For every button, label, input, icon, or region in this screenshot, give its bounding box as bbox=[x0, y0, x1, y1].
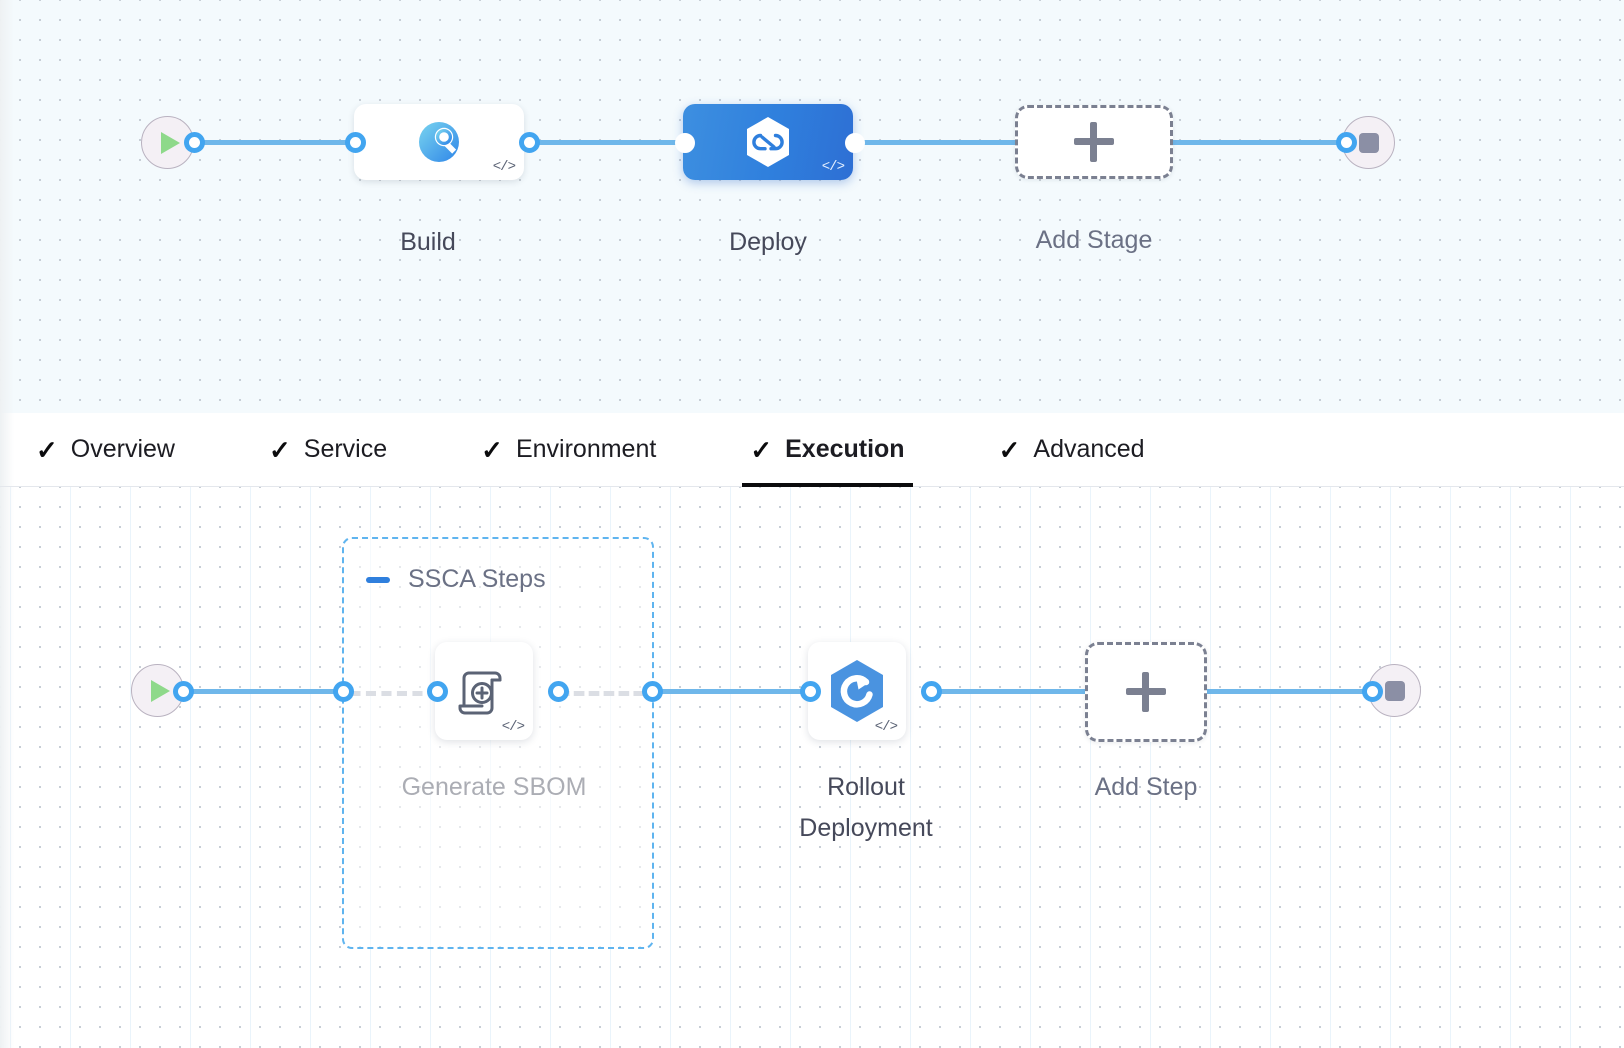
code-badge-icon: </> bbox=[874, 719, 898, 735]
tab-environment[interactable]: ✓ Environment bbox=[473, 413, 664, 487]
edge-start-to-group bbox=[178, 689, 348, 694]
edge-addstage-to-end bbox=[1160, 140, 1357, 145]
port-sbom-in[interactable] bbox=[427, 681, 448, 702]
stage-config-tabs: ✓ Overview ✓ Service ✓ Environment ✓ Exe… bbox=[0, 413, 1624, 487]
stop-icon bbox=[1358, 132, 1379, 153]
edge-deploy-to-addstage bbox=[848, 140, 1028, 145]
minus-icon[interactable] bbox=[366, 576, 390, 583]
port-group-out[interactable] bbox=[642, 681, 663, 702]
step-label-rollout-deployment: Rollout Deployment bbox=[799, 773, 933, 842]
port-rollout-in[interactable] bbox=[800, 681, 821, 702]
port-end-in[interactable] bbox=[1336, 132, 1357, 153]
check-icon: ✓ bbox=[481, 434, 503, 465]
port-exec-start-out[interactable] bbox=[173, 681, 194, 702]
tab-label-execution: Execution bbox=[785, 435, 905, 463]
edge-start-to-build bbox=[190, 140, 358, 145]
tab-label-environment: Environment bbox=[515, 435, 657, 463]
tab-execution[interactable]: ✓ Execution bbox=[742, 413, 913, 487]
stage-card-deploy[interactable]: </> bbox=[683, 104, 853, 180]
port-build-out[interactable] bbox=[519, 132, 540, 153]
stage-label-deploy: Deploy bbox=[729, 228, 807, 256]
edge-build-to-deploy bbox=[520, 140, 690, 145]
port-group-in[interactable] bbox=[333, 681, 354, 702]
port-deploy-in[interactable] bbox=[675, 133, 695, 153]
tab-label-advanced: Advanced bbox=[1033, 435, 1145, 463]
tab-label-overview: Overview bbox=[70, 435, 175, 463]
edge-group-to-rollout bbox=[648, 689, 820, 694]
port-build-in[interactable] bbox=[345, 132, 366, 153]
stop-icon bbox=[1384, 680, 1405, 701]
stage-card-build[interactable]: </> bbox=[354, 104, 524, 180]
add-stage-label: Add Stage bbox=[1035, 226, 1153, 254]
pipeline-end-node[interactable] bbox=[1342, 116, 1395, 169]
rollout-hexagon-icon bbox=[825, 658, 889, 724]
check-icon: ✓ bbox=[750, 434, 773, 465]
step-group-title: SSCA Steps bbox=[408, 565, 546, 593]
port-sbom-out[interactable] bbox=[548, 681, 569, 702]
sbom-scroll-icon bbox=[453, 660, 515, 722]
step-card-rollout-deployment[interactable]: </> bbox=[808, 642, 906, 740]
execution-graph-canvas[interactable]: SSCA Steps </> bbox=[0, 487, 1624, 1048]
add-stage-button[interactable] bbox=[1015, 105, 1173, 179]
check-icon: ✓ bbox=[998, 434, 1021, 465]
build-scan-icon bbox=[413, 116, 465, 168]
tab-service[interactable]: ✓ Service bbox=[261, 413, 395, 487]
plus-icon bbox=[1074, 122, 1114, 162]
harness-hexagon-icon bbox=[742, 115, 794, 169]
code-badge-icon: </> bbox=[821, 159, 845, 175]
check-icon: ✓ bbox=[268, 434, 291, 465]
port-exec-end-in[interactable] bbox=[1362, 681, 1383, 702]
tab-overview[interactable]: ✓ Overview bbox=[28, 413, 183, 487]
step-card-generate-sbom[interactable]: </> bbox=[435, 642, 533, 740]
step-group-ssca[interactable]: SSCA Steps bbox=[342, 537, 654, 949]
tab-advanced[interactable]: ✓ Advanced bbox=[991, 413, 1153, 487]
tab-label-service: Service bbox=[303, 435, 388, 463]
edge-addstep-to-end bbox=[1205, 689, 1375, 694]
port-start-out[interactable] bbox=[184, 132, 205, 153]
port-rollout-out[interactable] bbox=[921, 681, 942, 702]
check-icon: ✓ bbox=[36, 434, 58, 465]
play-icon bbox=[161, 131, 180, 154]
add-step-label: Add Step bbox=[1094, 773, 1198, 801]
stage-graph-canvas[interactable]: </> Build </> Deploy Add Stage bbox=[0, 0, 1624, 413]
play-icon bbox=[151, 679, 170, 702]
stage-label-build: Build bbox=[400, 228, 456, 256]
add-step-button[interactable] bbox=[1085, 642, 1207, 742]
code-badge-icon: </> bbox=[492, 159, 516, 175]
port-deploy-out[interactable] bbox=[845, 133, 865, 153]
plus-icon bbox=[1126, 672, 1166, 712]
code-badge-icon: </> bbox=[501, 719, 525, 735]
step-group-header: SSCA Steps bbox=[366, 565, 546, 594]
edge-rollout-to-addstep bbox=[925, 689, 1090, 694]
